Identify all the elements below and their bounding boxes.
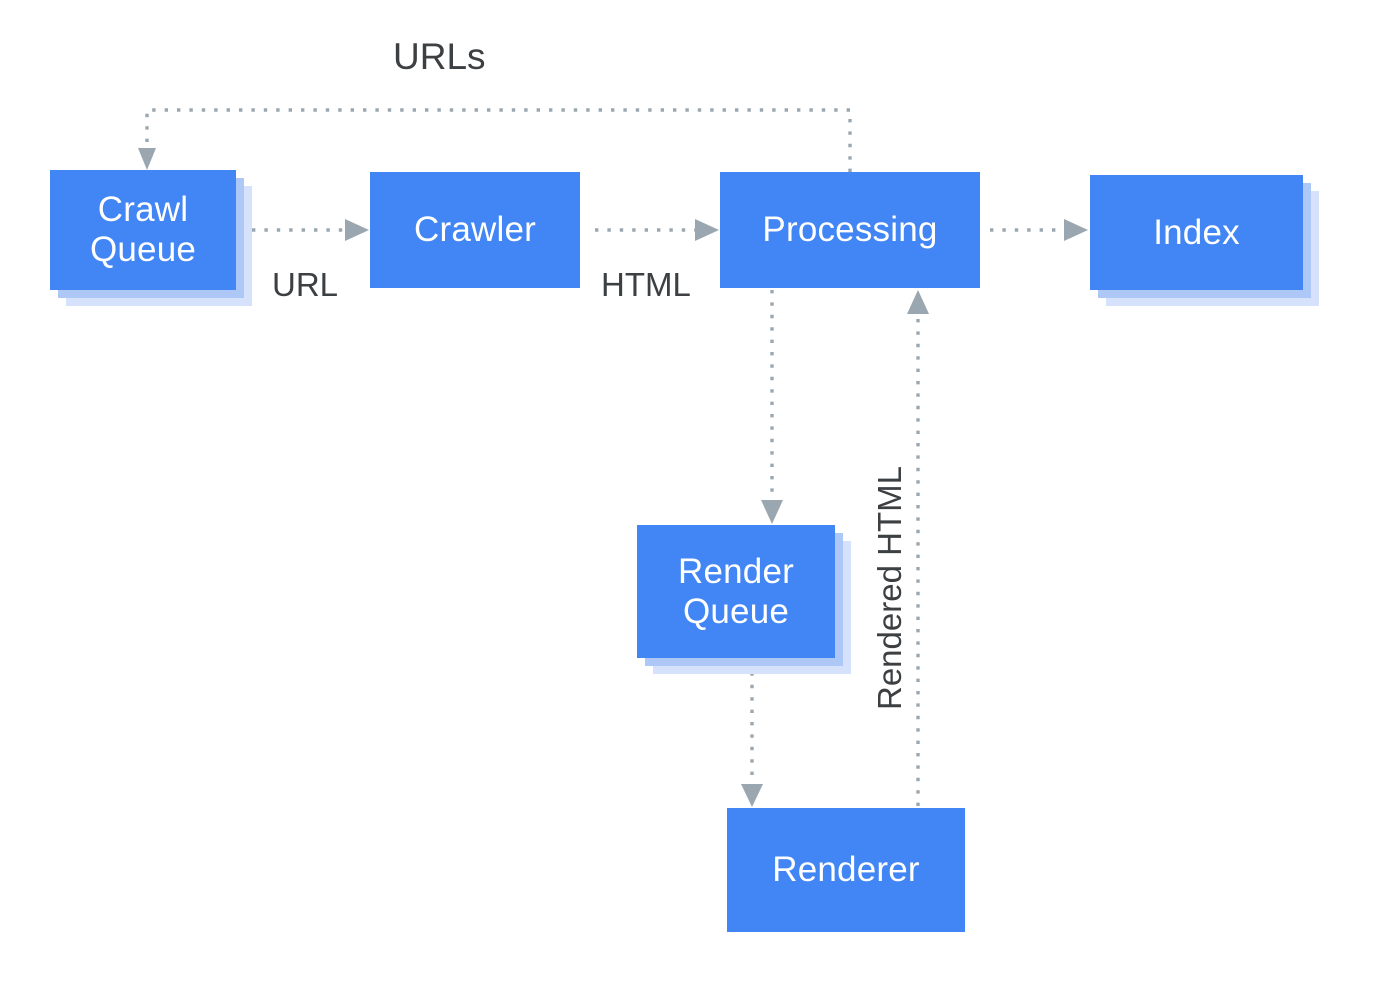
edge-index <box>990 219 1088 241</box>
edge-label-rendered-html: Rendered HTML <box>871 466 908 710</box>
node-renderer-face: Renderer <box>727 808 965 932</box>
node-render-queue-label: Render Queue <box>678 551 794 631</box>
edge-url <box>252 219 369 241</box>
node-renderer[interactable]: Renderer <box>727 808 965 932</box>
node-index-label: Index <box>1153 212 1240 252</box>
edge-label-url: URL <box>272 266 339 303</box>
edge-to-renderer <box>741 660 763 807</box>
node-crawl-queue[interactable]: Crawl Queue <box>50 170 252 306</box>
edge-to-render-queue-arrowhead <box>761 500 783 524</box>
node-crawl-queue-label: Crawl Queue <box>89 190 197 269</box>
edge-label-urls: URLs <box>393 36 486 77</box>
edge-rendered-html-arrowhead <box>907 290 929 314</box>
node-processing-face: Processing <box>720 172 980 288</box>
node-crawler-label: Crawler <box>414 210 536 250</box>
edge-index-arrowhead <box>1064 219 1088 241</box>
node-crawler-face: Crawler <box>370 172 580 288</box>
edge-urls-feedback-arrowhead <box>138 148 156 170</box>
node-crawl-queue-face: Crawl Queue <box>50 170 236 290</box>
edge-rendered-html <box>907 290 929 806</box>
edge-html-arrowhead <box>695 219 719 241</box>
edge-urls-feedback-line <box>145 108 852 172</box>
node-processing[interactable]: Processing <box>720 172 980 288</box>
node-render-queue[interactable]: Render Queue <box>637 525 851 674</box>
node-index[interactable]: Index <box>1090 175 1319 306</box>
node-render-queue-face: Render Queue <box>637 525 835 658</box>
node-crawler[interactable]: Crawler <box>370 172 580 288</box>
edge-urls-feedback <box>138 108 852 172</box>
node-renderer-label: Renderer <box>772 850 920 890</box>
node-index-face: Index <box>1090 175 1303 290</box>
edge-html <box>595 219 719 241</box>
edge-to-render-queue <box>761 290 783 524</box>
edge-url-arrowhead <box>345 219 369 241</box>
edge-to-renderer-arrowhead <box>741 784 763 807</box>
node-processing-label: Processing <box>762 210 938 250</box>
edge-label-html: HTML <box>601 266 691 303</box>
